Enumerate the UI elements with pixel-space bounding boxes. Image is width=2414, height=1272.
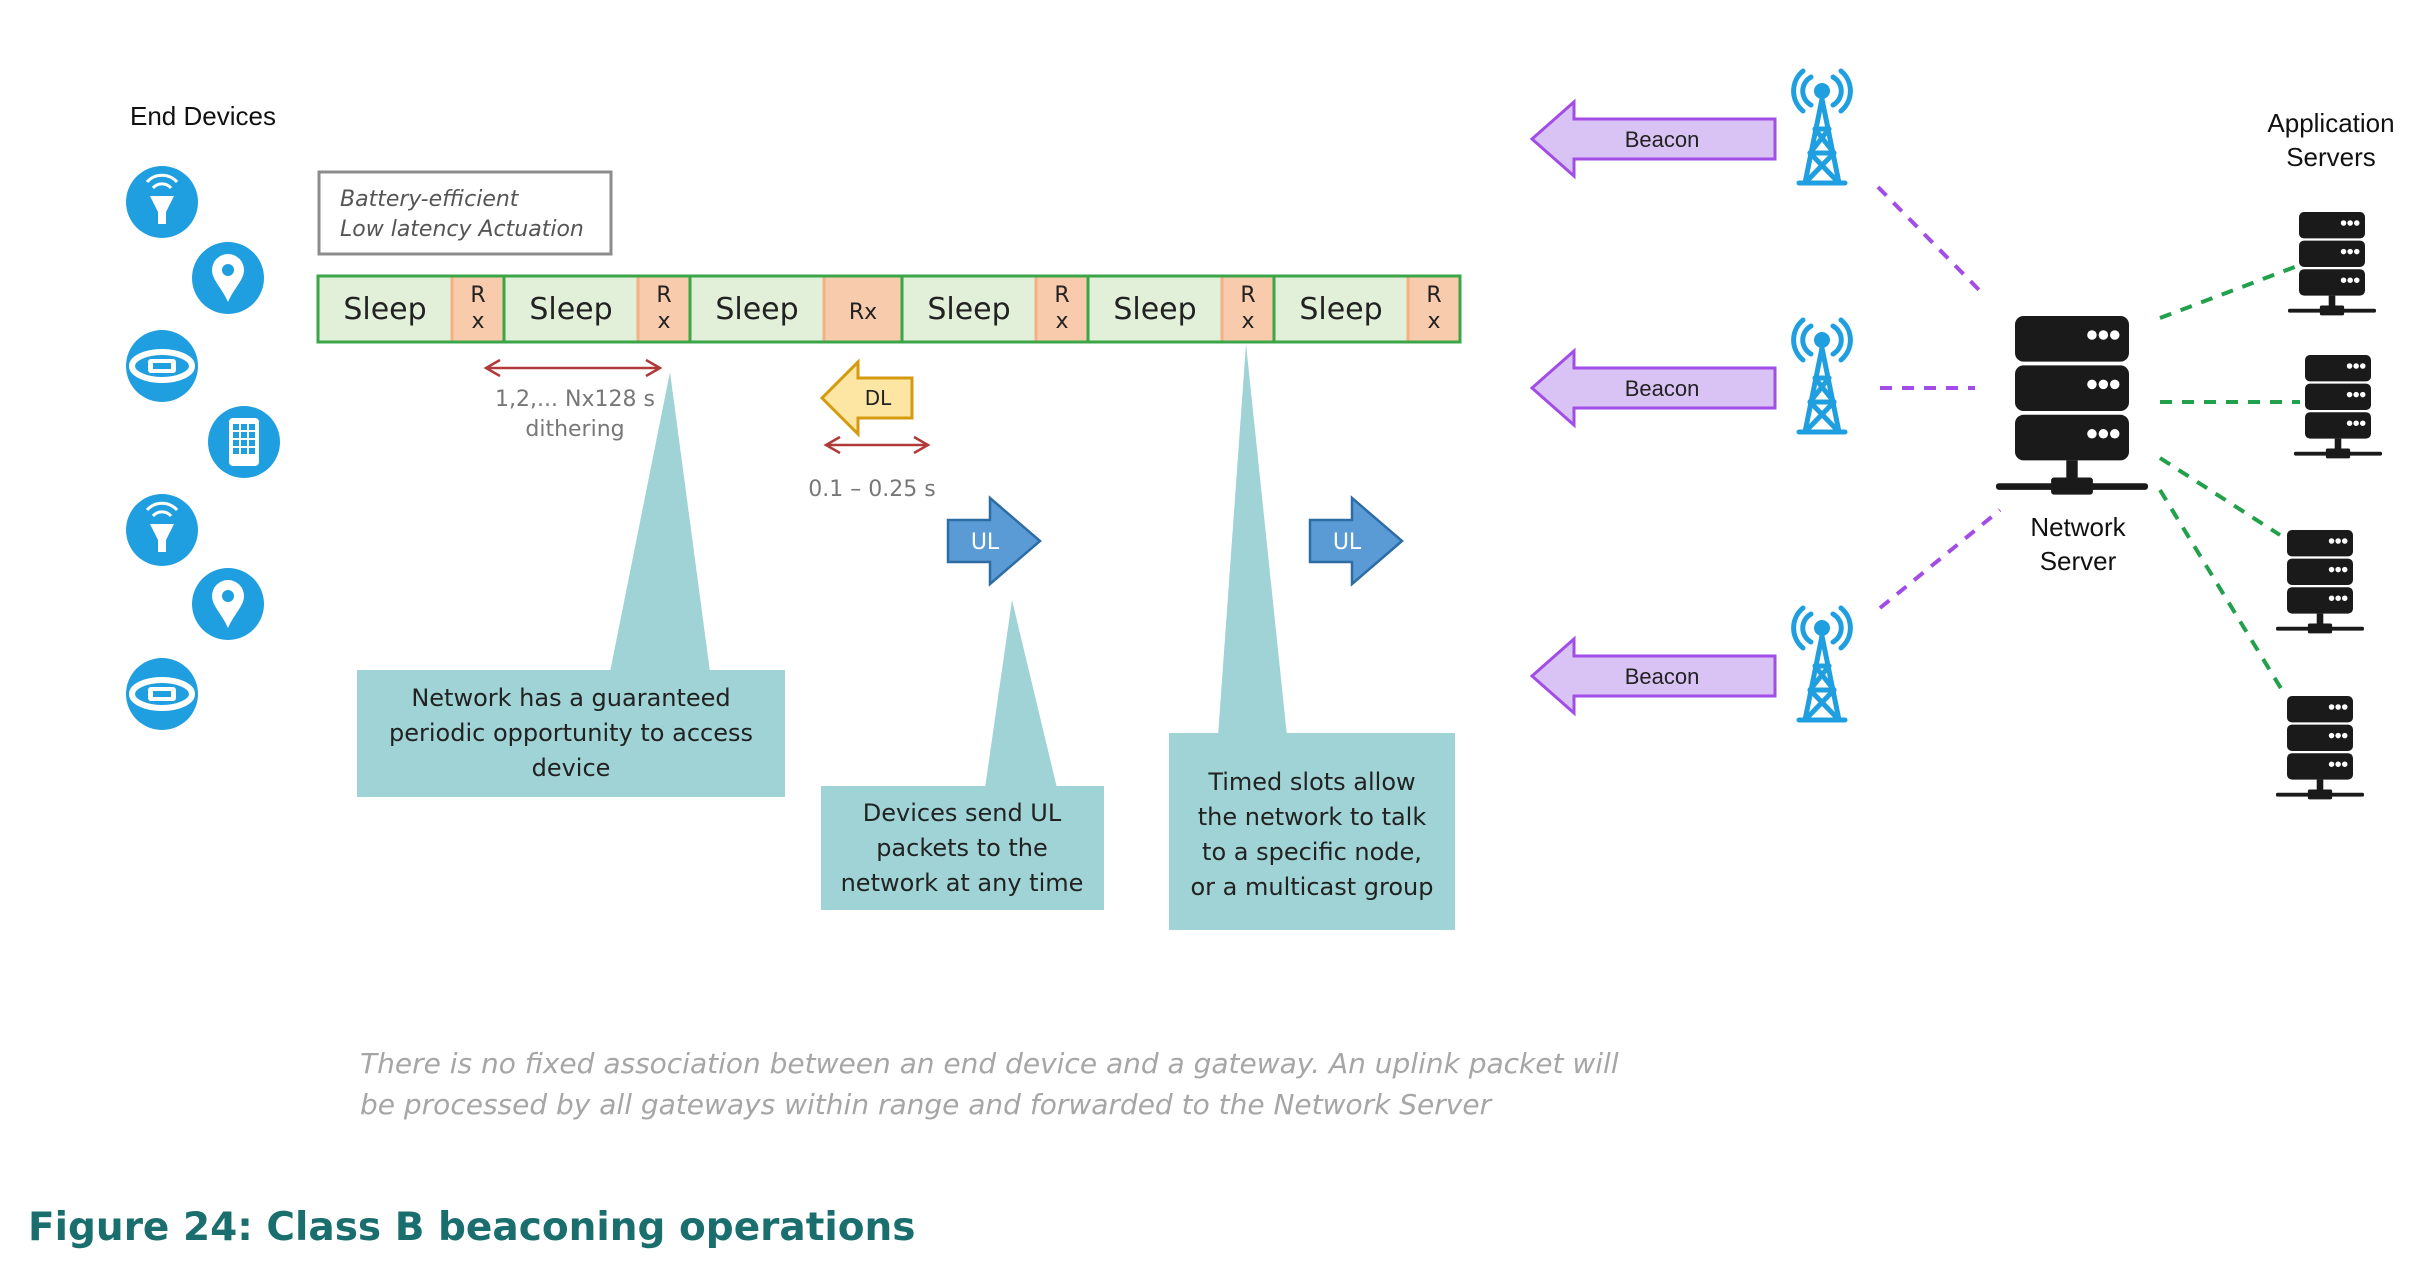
wifi-bulb-icon (126, 494, 198, 566)
ul-arrow: UL (1308, 495, 1404, 587)
app-server-links (2158, 263, 2301, 697)
dl-arrow: DL (819, 358, 914, 438)
smartphone-icon (208, 406, 280, 478)
location-pin-icon (192, 242, 264, 314)
app-server-link (2158, 488, 2287, 697)
rx-segment: Rx (1220, 274, 1276, 344)
callout-line: Network has a guaranteed (411, 684, 730, 712)
beacon-arrow: Beacon (1529, 98, 1777, 180)
ul-label: UL (1333, 530, 1362, 555)
beacon-arrow: Beacon (1529, 347, 1777, 429)
app-servers-title: Application (2267, 108, 2394, 138)
callout-timed-slots: Timed slots allow the network to talk to… (1169, 344, 1455, 930)
gateway-link (1876, 185, 1987, 298)
callout-line: to a specific node, (1202, 838, 1422, 866)
note-box-line2: Low latency Actuation (340, 217, 584, 242)
gateway-tower-icon (1794, 71, 1851, 183)
app-server-link (2159, 263, 2301, 320)
dl-timing: 0.1 – 0.25 s (808, 477, 935, 502)
segment-label: R (1240, 283, 1255, 308)
network-server: Network Server (1996, 316, 2148, 576)
callout-line: packets to the (876, 834, 1048, 862)
callout-line: periodic opportunity to access (389, 719, 753, 747)
rx-segment: Rx (636, 274, 692, 344)
segment-label: Sleep (715, 292, 798, 327)
callout-line: network at any time (841, 869, 1084, 897)
dithering-span: 1,2,... Nx128 s dithering (483, 358, 663, 442)
beacon-label: Beacon (1625, 664, 1700, 689)
segment-label: R (470, 283, 485, 308)
sleep-segment: Sleep (900, 274, 1038, 344)
wristband-icon (126, 658, 198, 730)
segment-label: x (1241, 309, 1254, 334)
timeline-bar: Sleep Rx Sleep Rx Sleep Rx Sleep Rx Sleep Rx Sleep… (316, 274, 1462, 344)
callout-line: the network to talk (1198, 803, 1427, 831)
gateway-tower-icon (1794, 320, 1851, 432)
footnote: There is no fixed association between an… (360, 1047, 1619, 1121)
sleep-segment: Sleep (1272, 274, 1410, 344)
rx-segment: Rx (1034, 274, 1090, 344)
note-box-line1: Battery-efficient (340, 187, 520, 212)
segment-label: Sleep (1299, 292, 1382, 327)
sleep-segment: Sleep (1086, 274, 1224, 344)
ul-arrow: UL (946, 495, 1042, 587)
dl-label: DL (865, 386, 892, 410)
end-devices-title: End Devices (130, 101, 276, 131)
callout-line: Timed slots allow (1207, 768, 1415, 796)
rx-segment: Rx (822, 274, 904, 344)
callout-line: or a multicast group (1191, 873, 1434, 901)
rx-segment: Rx (1406, 274, 1462, 344)
segment-label: x (657, 309, 670, 334)
beacon-label: Beacon (1625, 127, 1700, 152)
dithering-line2: dithering (525, 417, 624, 442)
rx-segment: Rx (450, 274, 506, 344)
wristband-icon (126, 330, 198, 402)
segment-label: Sleep (927, 292, 1010, 327)
dithering-line1: 1,2,... Nx128 s (495, 387, 655, 412)
app-servers-title: Servers (2286, 142, 2376, 172)
beacon-arrow: Beacon (1529, 635, 1777, 717)
network-server-label: Network (2030, 512, 2126, 542)
end-devices-group (126, 166, 280, 730)
figure-caption: Figure 24: Class B beaconing operations (28, 1205, 916, 1250)
segment-label: x (471, 309, 484, 334)
segment-label: Sleep (1113, 292, 1196, 327)
dl-timing-span: 0.1 – 0.25 s (808, 435, 936, 502)
app-server-link (2158, 456, 2282, 537)
callout-ul-any-time: Devices send UL packets to the network a… (821, 600, 1104, 910)
segment-label: R (1054, 283, 1069, 308)
callout-line: device (532, 754, 611, 782)
ul-label: UL (971, 530, 1000, 555)
callout-network-access: Network has a guaranteed periodic opport… (357, 372, 785, 797)
segment-label: R (1426, 283, 1441, 308)
network-server-label: Server (2040, 546, 2117, 576)
sleep-segment: Sleep (688, 274, 826, 344)
segment-label: x (1055, 309, 1068, 334)
app-server (2288, 212, 2376, 316)
segment-label: x (1427, 309, 1440, 334)
app-server (2276, 530, 2364, 634)
sleep-segment: Sleep (502, 274, 640, 344)
gateway-tower-icon (1794, 608, 1851, 720)
segment-label: Sleep (529, 292, 612, 327)
beacon-label: Beacon (1625, 376, 1700, 401)
location-pin-icon (192, 568, 264, 640)
gateway-links (1876, 185, 2002, 610)
gateway-link (1878, 508, 2002, 610)
segment-label: R (656, 283, 671, 308)
app-server (2294, 355, 2382, 459)
wifi-bulb-icon (126, 166, 198, 238)
note-box: Battery-efficient Low latency Actuation (317, 170, 613, 256)
sleep-segment: Sleep (316, 274, 454, 344)
segment-label: Rx (849, 300, 877, 325)
segment-label: Sleep (343, 292, 426, 327)
app-server (2276, 696, 2364, 800)
callout-line: Devices send UL (863, 799, 1062, 827)
